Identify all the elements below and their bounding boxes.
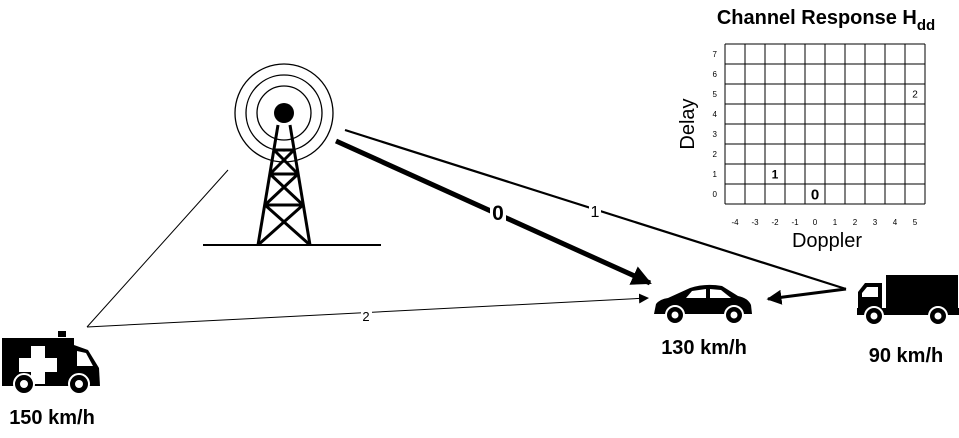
chart-title-main: Channel Response H [717,7,917,29]
tap-marker-2: 2 [912,90,918,101]
chart-title-subscript: dd [917,17,935,34]
channel-response-panel: Channel Response Hdd 0 1 2 3 4 5 6 7 -4 -3 -2 -1 0 1… [677,7,935,252]
y-tick-label: 1 [713,170,718,179]
x-tick-label: 0 [813,218,818,227]
y-tick-label: 6 [713,70,718,79]
y-tick-label: 2 [713,150,718,159]
y-tick-label: 3 [713,130,718,139]
path-2-line [86,169,229,328]
x-tick-label: 5 [913,218,918,227]
y-tick-label: 7 [713,50,718,59]
car-icon [654,284,752,325]
truck-speed-label: 90 km/h [869,345,943,367]
x-tick-label: -4 [731,218,739,227]
ambulance-icon [2,331,100,395]
chart-title: Channel Response Hdd [717,7,935,34]
path-0-label: 0 [492,202,504,225]
x-tick-label: 1 [833,218,838,227]
delay-doppler-grid [724,43,926,205]
path-1-reflection-line [766,287,847,305]
x-tick-label: -2 [771,218,779,227]
path-1-label: 1 [591,204,600,221]
x-tick-label: -3 [751,218,759,227]
y-tick-label: 4 [713,110,718,119]
x-tick-label: -1 [791,218,799,227]
y-tick-label: 0 [713,190,718,199]
y-tick-label: 5 [713,90,718,99]
y-axis-label: Delay [677,98,699,149]
base-station-icon [203,63,381,247]
car-speed-label: 130 km/h [661,337,747,359]
tap-marker-0: 0 [811,186,819,203]
x-tick-label: 2 [853,218,858,227]
x-tick-labels: -4 -3 -2 -1 0 1 2 3 4 5 [731,218,917,227]
ambulance-speed-label: 150 km/h [9,407,95,429]
x-tick-label: 3 [873,218,878,227]
x-tick-label: 4 [893,218,898,227]
x-axis-label: Doppler [792,230,862,252]
y-tick-labels: 0 1 2 3 4 5 6 7 [713,50,718,199]
path-2-label: 2 [362,309,369,324]
tap-marker-1: 1 [772,167,779,181]
tap-markers: 0 1 2 [772,90,919,204]
truck-icon [857,275,959,326]
